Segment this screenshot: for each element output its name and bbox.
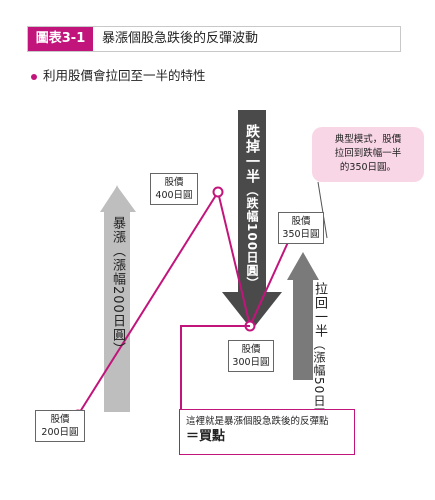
buy-point-label: ＝買點 bbox=[186, 429, 226, 444]
price-box-300: 股價 300日圓 bbox=[228, 340, 274, 372]
drop-label-sub: （跌幅100日圓） bbox=[245, 184, 259, 291]
surge-label-sub: （漲幅200日圓） bbox=[110, 244, 125, 356]
rebound-arrow bbox=[287, 252, 319, 380]
bullet-text: 利用股價會拉回至一半的特性 bbox=[43, 68, 206, 83]
drop-label-main: 跌掉一半 bbox=[244, 124, 260, 184]
price-box-400: 股價 400日圓 bbox=[150, 173, 198, 205]
price-400-label: 股價 bbox=[164, 177, 184, 188]
bullet-dot-icon bbox=[31, 74, 37, 80]
callout-line-1: 典型模式，股價 bbox=[334, 134, 402, 145]
price-350-value: 350日圓 bbox=[282, 229, 320, 240]
surge-arrow-shaft bbox=[100, 186, 136, 412]
point-400 bbox=[212, 186, 224, 198]
price-300-label: 股價 bbox=[241, 344, 261, 355]
buy-point-box: 這裡就是暴漲個股急跌後的反彈點 ＝買點 bbox=[179, 409, 355, 455]
pattern-callout: 典型模式，股價 拉回到跌幅一半 的350日圓。 bbox=[312, 127, 424, 182]
price-300-value: 300日圓 bbox=[232, 357, 270, 368]
buy-point-description: 這裡就是暴漲個股急跌後的反彈點 bbox=[186, 416, 329, 427]
figure-header: 圖表3-1 暴漲個股急跌後的反彈波動 bbox=[27, 26, 401, 52]
price-box-200: 股價 200日圓 bbox=[35, 410, 85, 442]
price-200-value: 200日圓 bbox=[41, 427, 79, 438]
rebound-label-main: 拉回一半 bbox=[312, 282, 327, 338]
price-350-label: 股價 bbox=[291, 216, 311, 227]
price-200-label: 股價 bbox=[50, 414, 70, 425]
callout-line-2: 拉回到跌幅一半 bbox=[334, 148, 402, 159]
price-400-value: 400日圓 bbox=[155, 190, 193, 201]
buy-point-bracket bbox=[180, 325, 250, 412]
price-path-line bbox=[77, 189, 295, 416]
drop-arrow bbox=[222, 110, 282, 330]
drop-arrow-label: 跌掉一半（跌幅100日圓） bbox=[242, 124, 262, 290]
surge-label-main: 暴漲 bbox=[110, 216, 125, 244]
callout-connector bbox=[317, 181, 328, 239]
figure-number-tag: 圖表3-1 bbox=[28, 27, 93, 51]
figure-title: 暴漲個股急跌後的反彈波動 bbox=[102, 31, 259, 46]
price-box-350: 股價 350日圓 bbox=[278, 212, 324, 244]
callout-line-3: 的350日圓。 bbox=[339, 162, 397, 173]
surge-arrow-label: 暴漲（漲幅200日圓） bbox=[108, 216, 127, 356]
